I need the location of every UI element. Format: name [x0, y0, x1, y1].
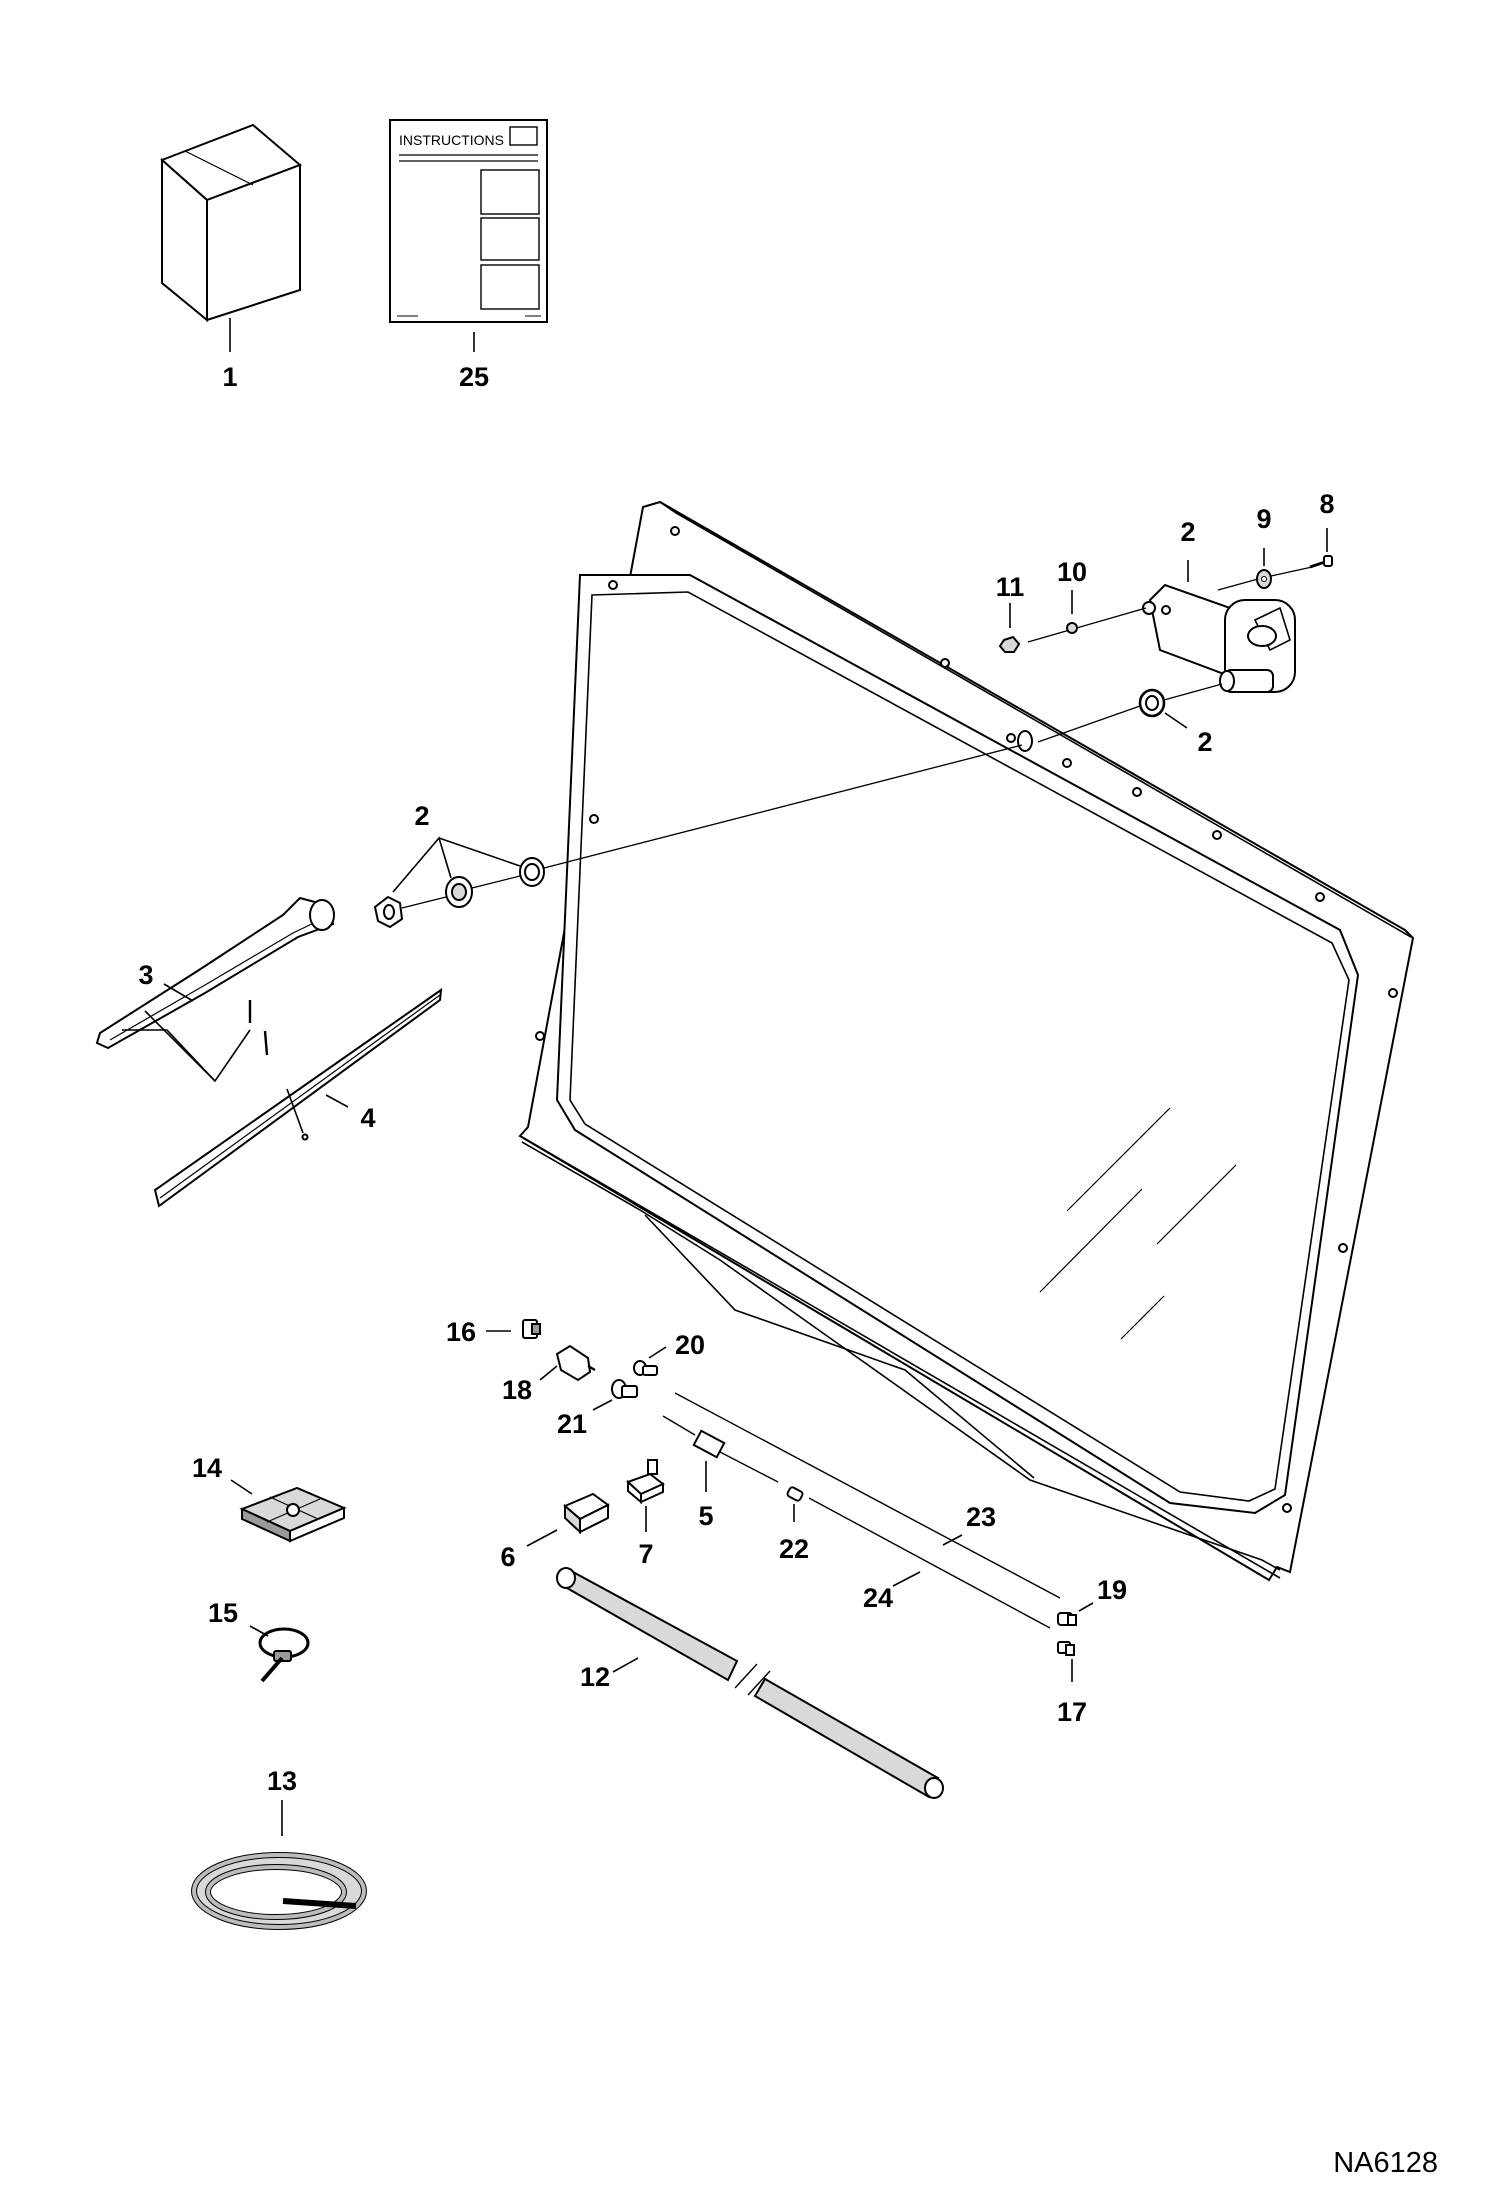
screw-8-drawing — [1309, 555, 1333, 569]
leader-wiper-arm — [163, 983, 194, 1002]
callout-terminal-18: 18 — [502, 1375, 532, 1405]
callout-washer-9: 9 — [1256, 504, 1271, 534]
grommet-2-drawing — [1138, 688, 1166, 718]
leader-wire-24 — [892, 1571, 921, 1587]
terminal-20-drawing — [633, 1360, 658, 1376]
mount-pad-drawing — [239, 1486, 347, 1543]
callout-split-loom: 12 — [580, 1662, 610, 1692]
terminal-18-drawing — [555, 1344, 596, 1382]
callout-terminal-21: 21 — [557, 1409, 587, 1439]
coiled-loom-drawing — [191, 1852, 367, 1930]
callout-wire-24: 24 — [863, 1583, 893, 1613]
motor-top-line-2 — [1270, 566, 1313, 577]
connector-16-drawing — [522, 1319, 541, 1339]
terminal-19-drawing — [1057, 1612, 1077, 1626]
terminal-21-drawing — [611, 1379, 638, 1399]
callout-connector-16: 16 — [446, 1317, 476, 1347]
grommet-line — [1037, 705, 1141, 743]
nut-11-drawing — [998, 635, 1021, 653]
instructions-sheet-header: INSTRUCTIONS — [399, 132, 504, 148]
leader-arm-hardware-2 — [438, 837, 521, 867]
callout-coiled-loom: 13 — [267, 1766, 297, 1796]
callout-washer-10: 10 — [1057, 557, 1087, 587]
washer-10-drawing — [1066, 622, 1078, 634]
leader-terminal-19 — [1078, 1602, 1094, 1612]
callout-mount-pad: 14 — [192, 1453, 222, 1483]
figure-reference: NA6128 — [1333, 2147, 1438, 2179]
leader-split-loom — [612, 1657, 639, 1673]
instructions-sheet-drawing: INSTRUCTIONS — [389, 119, 548, 323]
callout-terminal-17: 17 — [1057, 1697, 1087, 1727]
callout-wiper-blade: 4 — [360, 1103, 375, 1133]
callout-cable-tie: 15 — [208, 1598, 238, 1628]
arm-hardware-line-3 — [471, 875, 521, 889]
arm-hardware-drawing — [373, 857, 545, 929]
callout-screw-8: 8 — [1319, 489, 1334, 519]
kit-box-drawing — [160, 123, 302, 323]
motor-mount-line — [1027, 607, 1147, 643]
callout-splice: 22 — [779, 1534, 809, 1564]
grommet-line-2 — [1163, 683, 1223, 701]
leader-terminal-21 — [592, 1399, 613, 1411]
callout-terminal-20: 20 — [675, 1330, 705, 1360]
callout-terminal-19: 19 — [1097, 1575, 1127, 1605]
door-frame-drawing — [518, 500, 1415, 1582]
leader-terminal-20 — [648, 1346, 667, 1359]
arm-hardware-line-2 — [401, 896, 447, 909]
terminal-17-drawing — [1057, 1641, 1075, 1656]
callout-fuse-cover: 6 — [500, 1542, 515, 1572]
fuse-drawing — [626, 1459, 665, 1505]
callout-fuse-holder: 5 — [698, 1501, 713, 1531]
wiper-motor-drawing — [1142, 583, 1296, 693]
fuse-cover-drawing — [563, 1492, 610, 1535]
blade-leader — [122, 1029, 216, 1082]
leader-fuse-cover — [526, 1529, 558, 1547]
callout-wiper-arm: 3 — [138, 960, 153, 990]
wiring-drawing — [662, 1392, 1061, 1629]
callout-motor: 2 — [1180, 517, 1195, 547]
callout-nut-11: 11 — [996, 572, 1025, 602]
callout-fuse: 7 — [638, 1539, 653, 1569]
leader-terminal-18 — [539, 1365, 558, 1381]
callout-instructions: 25 — [459, 362, 489, 392]
leader-arm-hardware — [392, 836, 452, 893]
wiper-blade-drawing — [153, 987, 443, 1208]
arm-hardware-line — [543, 744, 1023, 869]
wiper-arm-drawing — [95, 896, 335, 1050]
washer-9-drawing — [1256, 569, 1272, 589]
leader-wire-23 — [942, 1534, 963, 1546]
blade-leader-2 — [144, 1010, 251, 1083]
leader-wiper-blade — [325, 1094, 349, 1108]
callout-kit-box: 1 — [222, 362, 237, 392]
leader-cable-tie — [249, 1625, 269, 1637]
callout-wire-23: 23 — [966, 1502, 996, 1532]
split-loom-drawing — [556, 1567, 944, 1799]
callout-grommet: 2 — [1197, 727, 1212, 757]
blade-leader-3 — [286, 1088, 304, 1134]
leader-mount-pad — [230, 1479, 253, 1495]
cable-tie-drawing — [258, 1627, 310, 1683]
callout-arm-hardware: 2 — [414, 801, 429, 831]
leader-grommet — [1164, 712, 1188, 729]
motor-top-line — [1217, 578, 1259, 591]
